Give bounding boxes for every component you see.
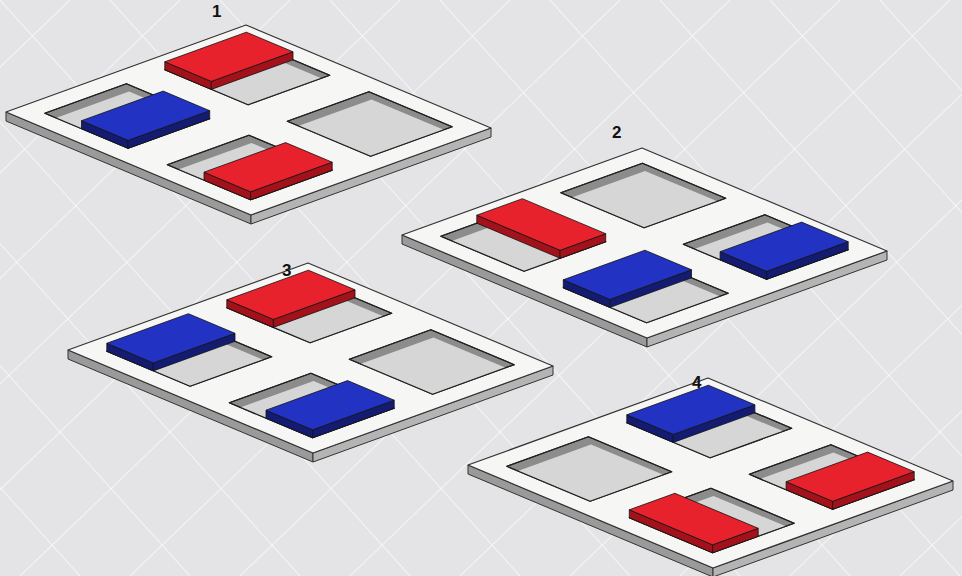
- plate: [402, 148, 887, 347]
- block-top: [720, 222, 848, 271]
- block-top: [629, 493, 758, 545]
- block-top: [786, 452, 914, 501]
- slot: [507, 437, 672, 502]
- plate: [68, 263, 553, 462]
- slot: [749, 445, 914, 510]
- block-top: [204, 143, 332, 192]
- slot-outline: [629, 488, 794, 553]
- slot: [167, 135, 332, 200]
- plate-top: [402, 148, 887, 338]
- slot: [229, 373, 394, 438]
- slot-outline: [349, 330, 514, 395]
- slot-floor: [518, 444, 664, 501]
- slot-outline: [561, 163, 726, 228]
- slot-floor: [298, 99, 444, 156]
- slot: [561, 163, 726, 228]
- slot-outline: [45, 84, 210, 149]
- slot-outline: [287, 92, 452, 157]
- slot-outline: [507, 437, 672, 502]
- plate-number: 1: [212, 3, 221, 20]
- slot: [349, 330, 514, 395]
- slot: [45, 84, 210, 149]
- block-top: [477, 199, 606, 251]
- background-line: [0, 0, 520, 576]
- plates: [6, 25, 953, 576]
- block-top: [563, 250, 691, 299]
- block-top: [82, 91, 210, 140]
- slot-outline: [229, 373, 394, 438]
- plate: [6, 25, 491, 224]
- slot-floor: [572, 171, 718, 228]
- plate-top: [68, 263, 553, 453]
- slot-outline: [167, 135, 332, 200]
- slot: [629, 488, 794, 553]
- plate-number: 3: [282, 262, 291, 279]
- block-top: [627, 385, 755, 434]
- block-top: [266, 381, 394, 430]
- plate: [468, 378, 953, 576]
- slot: [683, 215, 848, 280]
- block-top: [107, 314, 235, 363]
- block-top: [165, 32, 293, 81]
- plate-number: 2: [612, 124, 621, 141]
- plate-number: 4: [692, 374, 701, 391]
- plate-top: [6, 25, 491, 215]
- background-line: [0, 0, 70, 576]
- slot-outline: [683, 215, 848, 280]
- slot-outline: [749, 445, 914, 510]
- slot: [287, 92, 452, 157]
- plate-top: [468, 378, 953, 568]
- slot-floor: [360, 337, 506, 394]
